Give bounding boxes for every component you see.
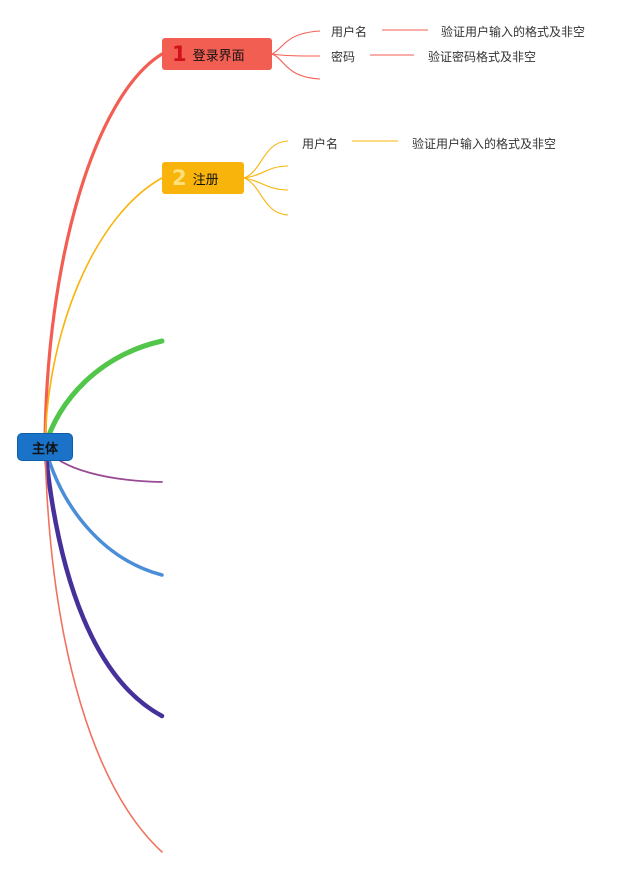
topic-label-login: 登录界面 [192,48,245,64]
branch-connector-login [43,52,164,449]
detail-register-username-validation[interactable]: 验证用户输入的格式及非空 [412,137,557,151]
branch-connector-coral [44,446,163,853]
priority-2-badge-icon: 2 [172,165,187,190]
root-topic-label: 主体 [31,441,58,457]
login-sub-connector-2 [271,53,321,57]
root-topic-node[interactable]: 主体 [17,433,73,461]
subtopic-login-username[interactable]: 用户名 [331,25,368,39]
register-sub-connector-3 [243,177,289,191]
branch-connector-indigo [42,444,165,719]
detail-login-username-validation[interactable]: 验证用户输入的格式及非空 [441,25,586,39]
topic-node-register[interactable]: 2 注册 [162,162,244,194]
login-sub-connector-3 [271,53,321,80]
branch-connector-green [42,338,165,450]
register-sub-connector-4 [243,177,289,216]
register-sub-connector-2 [243,165,289,179]
register-sub-connector-1 [243,140,289,179]
topic-label-register: 注册 [192,172,219,188]
login-sub-connector-1 [271,30,321,55]
topic-node-login[interactable]: 1 登录界面 [162,38,272,70]
branch-connector-blue [43,445,164,577]
priority-1-badge-icon: 1 [172,41,187,66]
branch-connector-register [44,177,163,448]
detail-login-password-validation[interactable]: 验证密码格式及非空 [428,50,537,64]
subtopic-login-password[interactable]: 密码 [331,50,356,64]
subtopic-register-username[interactable]: 用户名 [302,137,339,151]
